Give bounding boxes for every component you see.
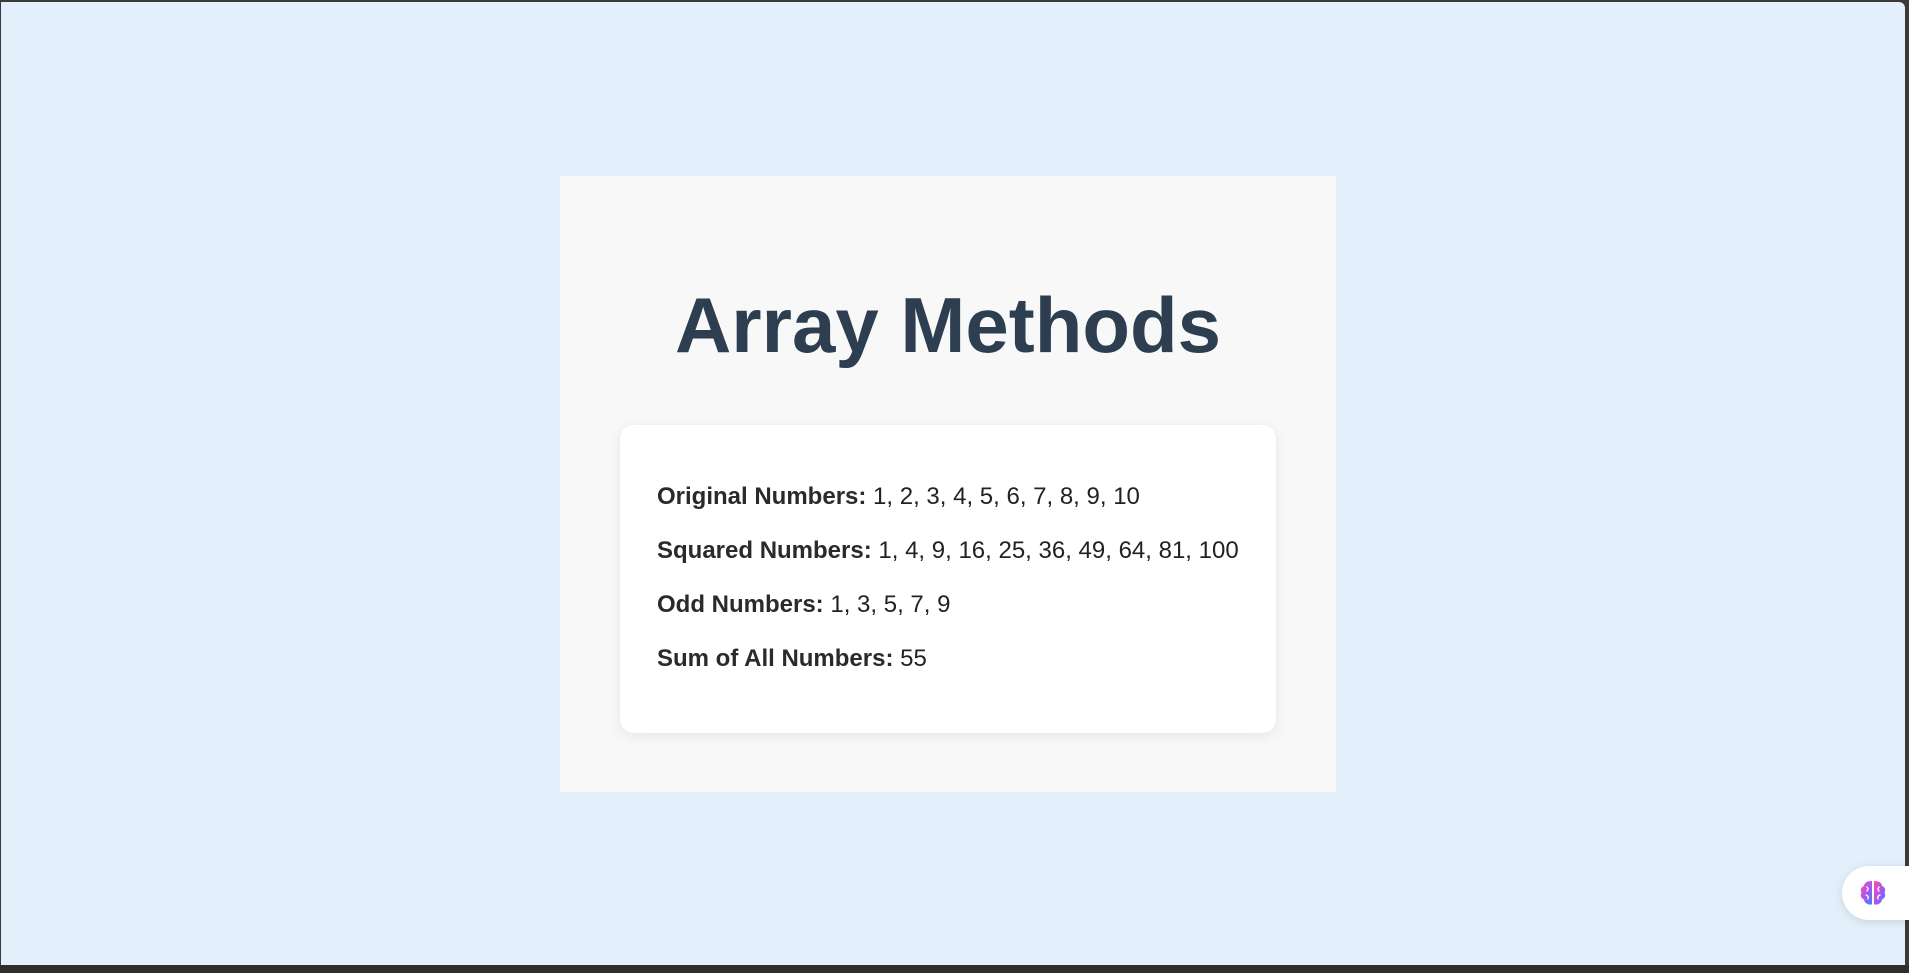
- window-bottom-edge: [0, 965, 1909, 973]
- result-label: Sum of All Numbers:: [657, 645, 894, 672]
- result-value: 55: [900, 645, 927, 672]
- result-row-odd: Odd Numbers: 1, 3, 5, 7, 9: [657, 591, 950, 619]
- result-row-original: Original Numbers: 1, 2, 3, 4, 5, 6, 7, 8…: [657, 483, 1140, 511]
- result-row-squared: Squared Numbers: 1, 4, 9, 16, 25, 36, 49…: [657, 537, 1239, 565]
- result-value: 1, 3, 5, 7, 9: [830, 591, 951, 618]
- brain-icon: [1860, 881, 1886, 905]
- result-value: 1, 2, 3, 4, 5, 6, 7, 8, 9, 10: [873, 483, 1140, 510]
- assistant-button[interactable]: [1842, 866, 1909, 920]
- main-container: Array Methods Original Numbers: 1, 2, 3,…: [560, 176, 1336, 792]
- result-row-sum: Sum of All Numbers: 55: [657, 645, 927, 673]
- result-label: Original Numbers:: [657, 483, 867, 510]
- result-value: 1, 4, 9, 16, 25, 36, 49, 64, 81, 100: [878, 537, 1239, 564]
- page-title: Array Methods: [674, 281, 1222, 369]
- results-card: Original Numbers: 1, 2, 3, 4, 5, 6, 7, 8…: [620, 425, 1276, 733]
- result-label: Squared Numbers:: [657, 537, 872, 564]
- result-label: Odd Numbers:: [657, 591, 824, 618]
